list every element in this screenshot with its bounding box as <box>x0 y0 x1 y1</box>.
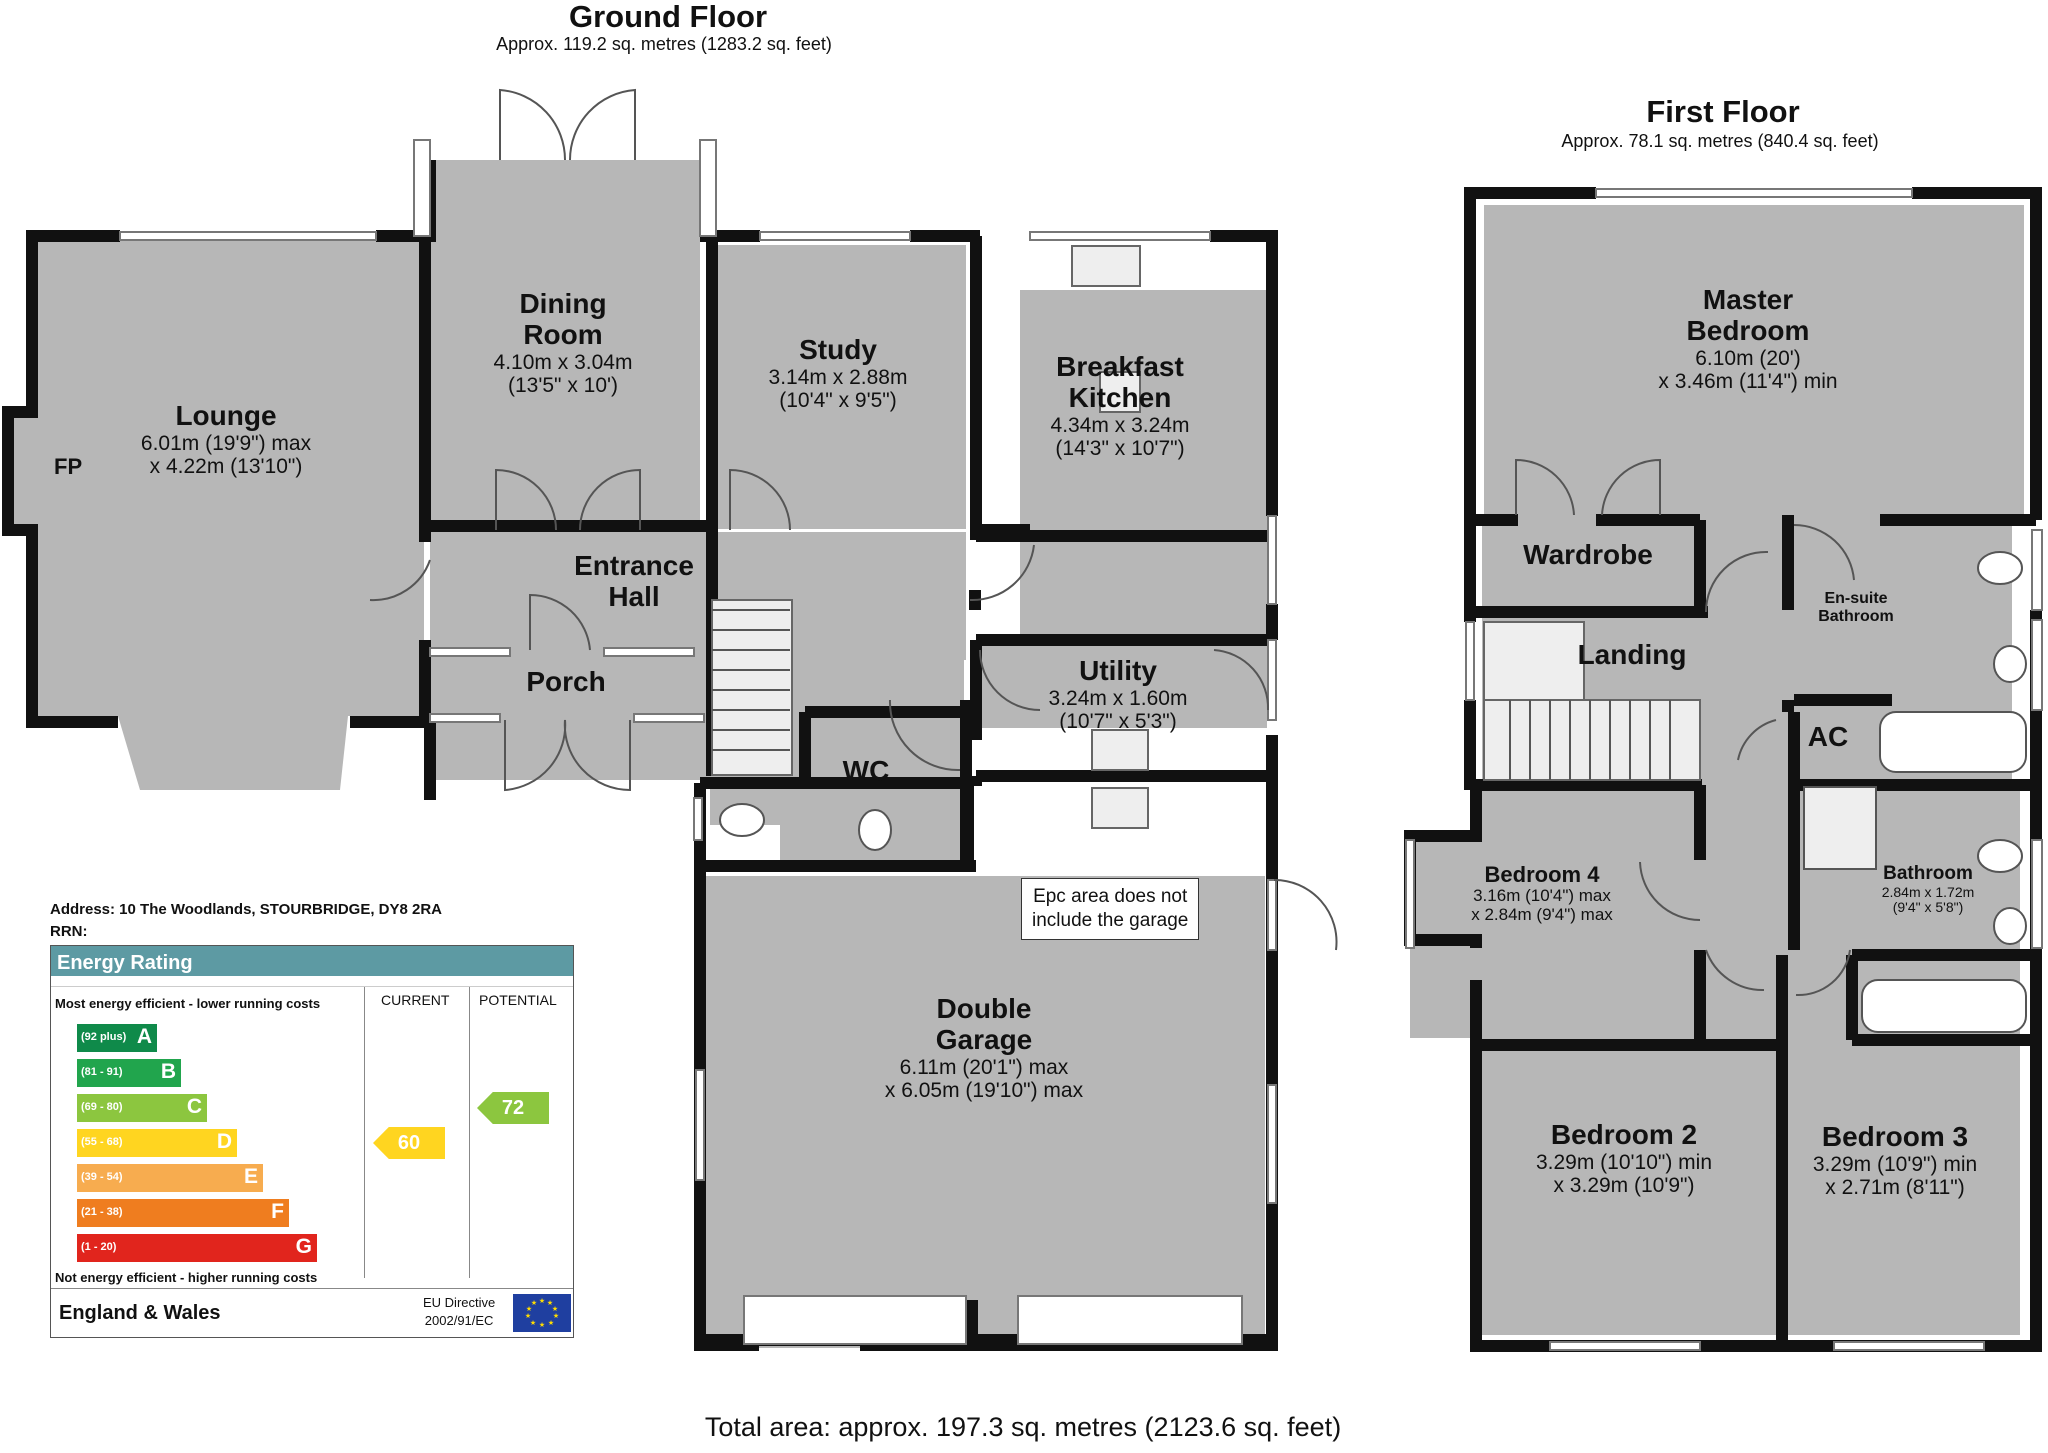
epc-region: England & Wales <box>59 1302 221 1324</box>
epc-top-caption: Most energy efficient - lower running co… <box>55 996 321 1011</box>
room-lounge: Lounge 6.01m (19'9") max x 4.22m (13'10"… <box>140 400 312 478</box>
epc-band-range: (81 - 91) <box>81 1066 123 1078</box>
room-wardrobe: Wardrobe <box>1523 539 1653 570</box>
eu-flag-icon: ★★★★ ★★★★ ★★ <box>513 1294 571 1332</box>
ground-floor-area: Approx. 119.2 sq. metres (1283.2 sq. fee… <box>496 34 832 54</box>
epc-potential-arrow: 72 <box>477 1092 549 1124</box>
svg-text:★: ★ <box>552 1305 558 1313</box>
svg-text:★: ★ <box>539 1297 545 1305</box>
room-kitchen: Breakfast Kitchen 4.34m x 3.24m (14'3" x… <box>1050 351 1190 460</box>
epc-band-letter: G <box>295 1235 312 1258</box>
epc-band-f: (21 - 38) F <box>77 1199 289 1227</box>
svg-text:★: ★ <box>547 1299 553 1307</box>
epc-band-range: (39 - 54) <box>81 1171 123 1183</box>
svg-text:★: ★ <box>526 1305 532 1313</box>
total-area: Total area: approx. 197.3 sq. metres (21… <box>704 1412 1342 1442</box>
epc-band-d: (55 - 68) D <box>77 1129 237 1157</box>
epc-potential-label: POTENTIAL <box>479 992 557 1008</box>
epc-band-letter: B <box>160 1060 176 1083</box>
first-floor-title: First Floor <box>1646 94 1800 129</box>
epc-band-range: (55 - 68) <box>81 1136 123 1148</box>
epc-band-letter: F <box>271 1200 284 1223</box>
svg-text:★: ★ <box>553 1312 559 1320</box>
room-double-garage: Double Garage 6.11m (20'1") max x 6.05m … <box>884 993 1084 1102</box>
epc-band-c: (69 - 80) C <box>77 1094 207 1122</box>
room-wc: WC <box>842 755 890 786</box>
svg-text:★: ★ <box>525 1312 531 1320</box>
first-floor-area: Approx. 78.1 sq. metres (840.4 sq. feet) <box>1561 131 1879 151</box>
epc-address: Address: 10 The Woodlands, STOURBRIDGE, … <box>50 901 443 918</box>
room-dining: Dining Room 4.10m x 3.04m (13'5" x 10') <box>493 288 633 397</box>
room-bathroom: Bathroom 2.84m x 1.72m (9'4" x 5'8") <box>1881 863 1975 916</box>
room-ensuite-bathroom: En-suite Bathroom <box>1818 590 1894 625</box>
epc-garage-note: Epc area does not include the garage <box>1021 878 1200 940</box>
epc-band-letter: A <box>136 1025 152 1048</box>
epc-rrn: RRN: <box>50 923 88 940</box>
epc-band-range: (1 - 20) <box>81 1241 117 1253</box>
epc-current-label: CURRENT <box>381 992 450 1008</box>
epc-bottom-caption: Not energy efficient - higher running co… <box>55 1270 318 1285</box>
svg-text:★: ★ <box>530 1319 536 1327</box>
room-bedroom-2: Bedroom 2 3.29m (10'10") min x 3.29m (10… <box>1535 1119 1713 1197</box>
svg-text:★: ★ <box>548 1319 554 1327</box>
epc-band-g: (1 - 20) G <box>77 1234 317 1262</box>
epc-band-range: (69 - 80) <box>81 1101 123 1113</box>
ground-floor-title: Ground Floor <box>568 0 768 34</box>
room-landing: Landing <box>1577 639 1687 670</box>
room-airing-cupboard: AC <box>1807 721 1849 752</box>
room-bedroom-3: Bedroom 3 3.29m (10'9") min x 2.71m (8'1… <box>1812 1121 1978 1199</box>
fireplace-label: FP <box>54 454 83 479</box>
room-porch: Porch <box>526 666 606 697</box>
room-study: Study 3.14m x 2.88m (10'4" x 9'5") <box>768 334 908 412</box>
room-entrance-hall: Entrance Hall <box>574 550 694 612</box>
epc-band-letter: E <box>243 1165 258 1188</box>
room-utility: Utility 3.24m x 1.60m (10'7" x 5'3") <box>1048 655 1188 733</box>
epc-band-b: (81 - 91) B <box>77 1059 181 1087</box>
svg-text:★: ★ <box>539 1321 545 1329</box>
svg-text:★: ★ <box>531 1299 537 1307</box>
epc-heading: Energy Rating <box>51 946 573 976</box>
epc-band-letter: D <box>216 1130 232 1153</box>
epc-band-range: (92 plus) <box>81 1031 127 1043</box>
room-bedroom-4: Bedroom 4 3.16m (10'4") max x 2.84m (9'4… <box>1471 862 1613 924</box>
epc-band-letter: C <box>186 1095 202 1118</box>
epc-current-arrow: 60 <box>373 1127 445 1159</box>
epc-band-e: (39 - 54) E <box>77 1164 263 1192</box>
room-master-bedroom: Master Bedroom 6.10m (20') x 3.46m (11'4… <box>1658 284 1838 393</box>
epc-band-a: (92 plus) A <box>77 1024 157 1052</box>
energy-rating-chart: Energy Rating Most energy efficient - lo… <box>50 945 574 1338</box>
epc-directive: EU Directive 2002/91/EC <box>423 1295 496 1328</box>
epc-band-range: (21 - 38) <box>81 1206 123 1218</box>
